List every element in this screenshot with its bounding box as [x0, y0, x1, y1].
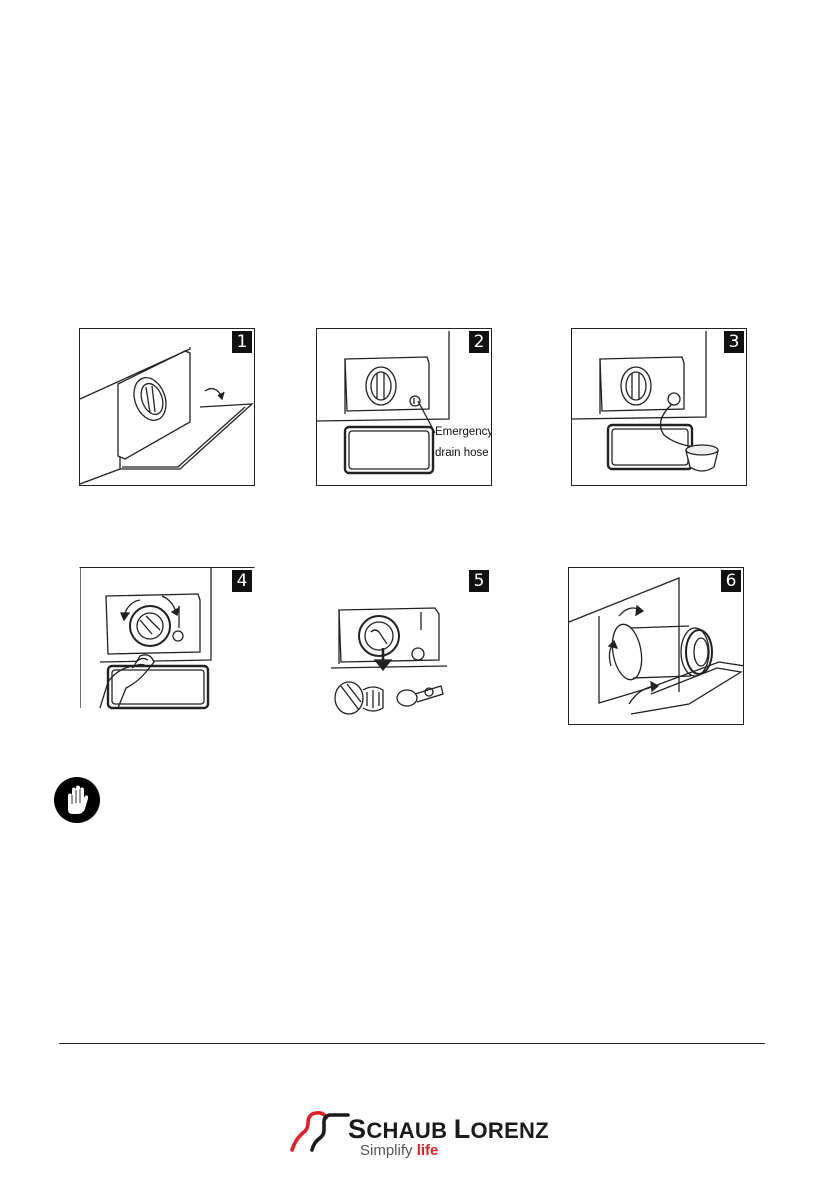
step-1-illustration: 1 — [79, 328, 255, 486]
logo-word-chaub: CHAUB — [366, 1118, 448, 1143]
step-5-illustration: 5 — [316, 567, 492, 725]
step-4-illustration: 4 — [79, 567, 255, 725]
logo-initial-s: S — [348, 1114, 367, 1144]
stop-hand-icon — [53, 776, 101, 824]
schaub-lorenz-logo: SCHAUB LORENZ Simplify life — [290, 1108, 560, 1166]
step-number: 5 — [469, 570, 489, 592]
step-6-illustration: 6 — [568, 567, 744, 725]
step-3-illustration: 3 — [571, 328, 747, 486]
logo-tagline: Simplify life — [360, 1142, 438, 1159]
logo-brand-name: SCHAUB LORENZ — [348, 1114, 549, 1145]
step-number: 1 — [232, 331, 252, 353]
callout-line-1: Emergency — [435, 426, 492, 438]
step-2-illustration: Emergency drain hose 2 — [316, 328, 492, 486]
emergency-drain-hose-drawing — [317, 331, 450, 475]
unscrew-filter-cap-drawing — [80, 568, 212, 710]
logo-swoosh-icon — [290, 1111, 350, 1152]
step-number: 3 — [724, 331, 744, 353]
tagline-life: life — [416, 1142, 439, 1159]
emergency-drain-hose-label: Emergency drain hose — [435, 425, 492, 461]
reinsert-filter-drawing — [569, 577, 743, 715]
step-number: 2 — [469, 331, 489, 353]
logo-word-orenz: ORENZ — [470, 1118, 549, 1143]
tagline-simplify: Simplify — [360, 1142, 413, 1159]
logo-initial-l: L — [453, 1114, 471, 1144]
callout-line-2: drain hose — [435, 447, 489, 459]
step-number: 4 — [232, 570, 252, 592]
step-number: 6 — [721, 570, 741, 592]
remove-filter-drawing — [330, 607, 448, 715]
footer-divider — [59, 1043, 765, 1044]
open-service-flap-drawing — [80, 347, 254, 485]
drain-into-bowl-drawing — [572, 331, 719, 472]
